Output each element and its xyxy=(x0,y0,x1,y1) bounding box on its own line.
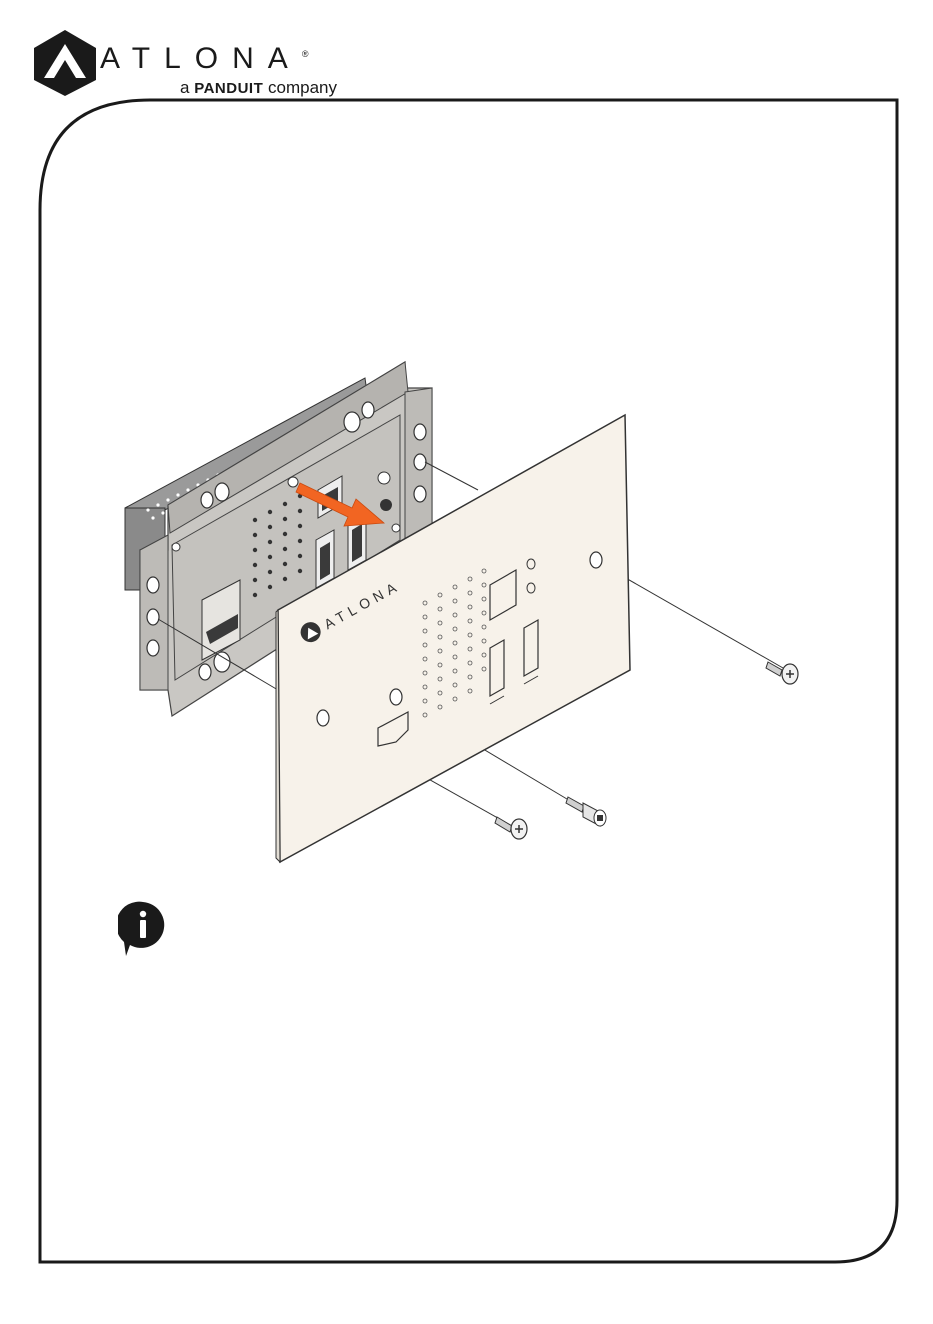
standoff-screw xyxy=(566,797,606,826)
screw-right xyxy=(766,662,798,684)
screw-left xyxy=(495,817,527,839)
info-speech-bubble-icon xyxy=(118,900,168,958)
